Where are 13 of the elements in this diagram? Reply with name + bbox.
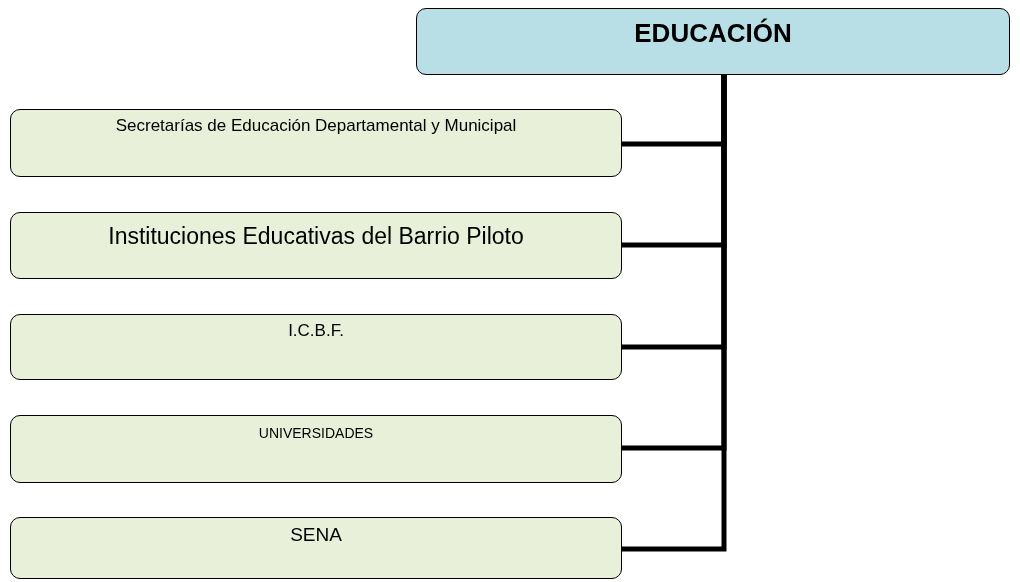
organization-name: SENA xyxy=(290,524,342,546)
organization-box xyxy=(10,109,622,177)
organization-name: Secretarías de Educación Departamental y Municipal xyxy=(115,116,517,136)
organization-name: I.C.B.F. xyxy=(288,321,344,341)
organization-box xyxy=(10,415,622,483)
organization-box xyxy=(10,314,622,380)
organization-name: UNIVERSIDADES xyxy=(258,425,374,442)
title-text: EDUCACIÓN xyxy=(634,19,792,49)
organization-box xyxy=(10,212,622,279)
organization-box xyxy=(10,517,622,579)
organization-name: Instituciones Educativas del Barrio Piloto xyxy=(108,223,524,250)
connector-line xyxy=(622,75,727,552)
header-box xyxy=(416,8,1010,75)
